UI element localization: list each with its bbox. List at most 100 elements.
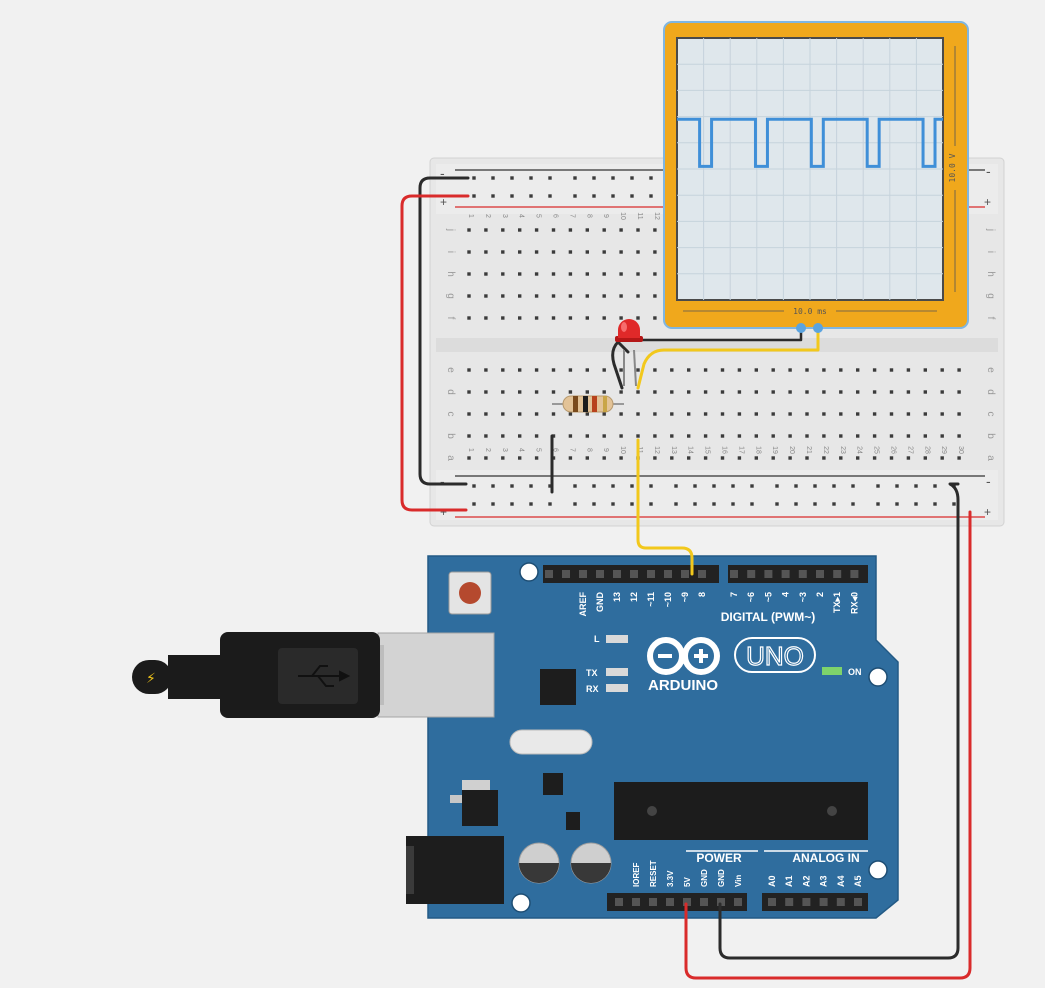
rail-hole[interactable] xyxy=(933,484,937,488)
rail-hole[interactable] xyxy=(529,194,533,198)
rail-hole[interactable] xyxy=(851,484,855,488)
breadboard-hole[interactable] xyxy=(940,412,944,416)
breadboard-hole[interactable] xyxy=(940,390,944,394)
breadboard-hole[interactable] xyxy=(467,316,471,320)
breadboard-hole[interactable] xyxy=(653,316,657,320)
breadboard-hole[interactable] xyxy=(923,434,927,438)
breadboard-hole[interactable] xyxy=(585,294,589,298)
breadboard-hole[interactable] xyxy=(788,412,792,416)
breadboard-hole[interactable] xyxy=(551,272,556,276)
breadboard-hole[interactable] xyxy=(703,412,708,416)
breadboard-hole[interactable] xyxy=(619,228,623,232)
digital-header[interactable] xyxy=(543,565,868,583)
header-pin[interactable] xyxy=(700,898,708,906)
header-pin[interactable] xyxy=(666,898,674,906)
breadboard-hole[interactable] xyxy=(619,316,623,320)
rail-hole[interactable] xyxy=(611,502,615,506)
breadboard-hole[interactable] xyxy=(653,228,657,232)
breadboard-hole[interactable] xyxy=(551,228,556,232)
breadboard-hole[interactable] xyxy=(551,316,556,320)
header-pin[interactable] xyxy=(632,898,640,906)
breadboard-hole[interactable] xyxy=(872,412,877,416)
breadboard-hole[interactable] xyxy=(940,368,944,372)
rail-hole[interactable] xyxy=(914,502,918,506)
header-pin[interactable] xyxy=(647,570,655,578)
breadboard-hole[interactable] xyxy=(484,368,488,372)
breadboard-hole[interactable] xyxy=(805,390,809,394)
breadboard-hole[interactable] xyxy=(501,272,505,276)
breadboard-hole[interactable] xyxy=(703,368,708,372)
breadboard-hole[interactable] xyxy=(568,456,573,460)
breadboard-hole[interactable] xyxy=(619,272,623,276)
rail-hole[interactable] xyxy=(573,176,577,180)
breadboard-hole[interactable] xyxy=(957,456,961,460)
rail-hole[interactable] xyxy=(731,502,735,506)
breadboard-hole[interactable] xyxy=(720,456,725,460)
rail-hole[interactable] xyxy=(491,502,495,506)
breadboard-hole[interactable] xyxy=(822,434,826,438)
breadboard-hole[interactable] xyxy=(518,250,522,254)
breadboard-hole[interactable] xyxy=(856,412,860,416)
rail-hole[interactable] xyxy=(630,502,634,506)
breadboard-hole[interactable] xyxy=(534,228,539,232)
wires[interactable] xyxy=(400,176,972,980)
breadboard-hole[interactable] xyxy=(754,412,758,416)
rail-hole[interactable] xyxy=(472,502,476,506)
header-pin[interactable] xyxy=(781,570,790,578)
probe-terminal-positive[interactable] xyxy=(813,323,823,333)
breadboard-hole[interactable] xyxy=(501,390,505,394)
rail-hole[interactable] xyxy=(491,176,495,180)
breadboard-hole[interactable] xyxy=(957,412,961,416)
breadboard-hole[interactable] xyxy=(670,390,674,394)
breadboard-hole[interactable] xyxy=(923,456,927,460)
breadboard-hole[interactable] xyxy=(518,294,522,298)
header-pin[interactable] xyxy=(562,570,570,578)
breadboard-hole[interactable] xyxy=(872,456,877,460)
breadboard-hole[interactable] xyxy=(889,390,894,394)
breadboard-hole[interactable] xyxy=(889,412,894,416)
rail-hole[interactable] xyxy=(933,502,937,506)
rail-hole[interactable] xyxy=(529,484,533,488)
rail-hole[interactable] xyxy=(674,484,678,488)
breadboard-hole[interactable] xyxy=(754,368,758,372)
breadboard-hole[interactable] xyxy=(501,368,505,372)
breadboard-hole[interactable] xyxy=(534,272,539,276)
rail-hole[interactable] xyxy=(813,484,817,488)
breadboard-hole[interactable] xyxy=(839,434,843,438)
breadboard-hole[interactable] xyxy=(518,434,522,438)
breadboard-hole[interactable] xyxy=(720,434,725,438)
breadboard-hole[interactable] xyxy=(484,228,488,232)
header-pin[interactable] xyxy=(816,570,824,578)
header-pin[interactable] xyxy=(730,570,738,578)
header-pin[interactable] xyxy=(819,898,828,906)
breadboard-hole[interactable] xyxy=(923,368,927,372)
breadboard-hole[interactable] xyxy=(518,316,522,320)
breadboard-hole[interactable] xyxy=(534,250,539,254)
breadboard-hole[interactable] xyxy=(518,228,522,232)
header-pin[interactable] xyxy=(664,570,672,578)
breadboard-hole[interactable] xyxy=(484,250,488,254)
breadboard-hole[interactable] xyxy=(754,390,758,394)
breadboard-hole[interactable] xyxy=(551,368,556,372)
breadboard-hole[interactable] xyxy=(839,456,843,460)
breadboard-hole[interactable] xyxy=(636,294,640,298)
rail-hole[interactable] xyxy=(548,502,552,506)
rail-hole[interactable] xyxy=(573,502,577,506)
breadboard-hole[interactable] xyxy=(788,434,792,438)
breadboard-hole[interactable] xyxy=(619,412,623,416)
breadboard-hole[interactable] xyxy=(518,412,522,416)
rail-hole[interactable] xyxy=(914,484,918,488)
breadboard-hole[interactable] xyxy=(889,434,894,438)
breadboard-hole[interactable] xyxy=(940,456,944,460)
header-pin[interactable] xyxy=(649,898,657,906)
rail-hole[interactable] xyxy=(794,484,798,488)
breadboard-hole[interactable] xyxy=(484,294,488,298)
breadboard-hole[interactable] xyxy=(720,368,725,372)
rail-hole[interactable] xyxy=(472,484,476,488)
probe-terminal-negative[interactable] xyxy=(796,323,806,333)
rail-hole[interactable] xyxy=(750,502,754,506)
header-pin[interactable] xyxy=(850,570,859,578)
breadboard-hole[interactable] xyxy=(518,390,522,394)
breadboard-hole[interactable] xyxy=(602,272,606,276)
